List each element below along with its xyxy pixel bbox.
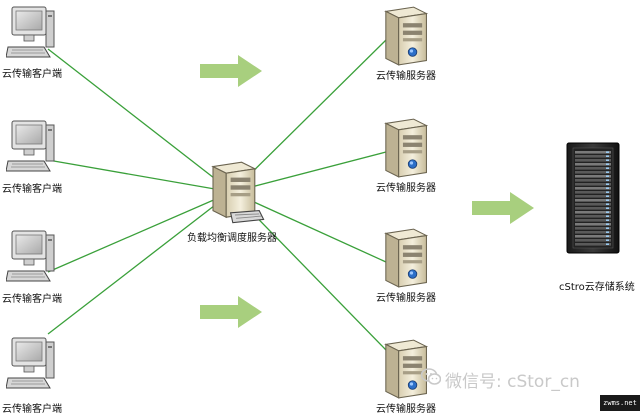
- server-connector-1: [231, 39, 387, 193]
- client-computer-icon-3: [6, 230, 55, 282]
- server-label-4: 云传输服务器: [376, 404, 436, 415]
- flow-arrow-1: [200, 55, 262, 87]
- balancer-server-icon: [212, 161, 265, 224]
- client-computer-icon-2: [6, 120, 55, 172]
- connector-lines: [47, 39, 387, 351]
- client-label-2: 云传输客户端: [2, 184, 62, 195]
- storage-rack-icon: [566, 142, 620, 254]
- client-label-1: 云传输客户端: [2, 69, 62, 80]
- flow-arrow-3: [472, 192, 534, 224]
- client-connector-1: [47, 48, 233, 193]
- wechat-icon: [421, 368, 441, 385]
- client-computer-icon-4: [6, 337, 55, 389]
- storage-label: cStro云存储系统: [559, 282, 635, 293]
- balancer-label: 负载均衡调度服务器: [187, 233, 277, 244]
- client-connector-2: [47, 159, 233, 193]
- site-badge: zwms.net: [600, 395, 640, 411]
- server-label-3: 云传输服务器: [376, 293, 436, 304]
- flow-arrow-2: [200, 296, 262, 328]
- watermark-text: 微信号: cStor_cn: [445, 372, 580, 392]
- server-icon-2: [385, 118, 428, 178]
- server-connector-3: [231, 191, 387, 263]
- client-label-3: 云传输客户端: [2, 294, 62, 305]
- server-label-1: 云传输服务器: [376, 71, 436, 82]
- server-label-2: 云传输服务器: [376, 183, 436, 194]
- server-connector-2: [231, 151, 387, 193]
- client-label-4: 云传输客户端: [2, 404, 62, 415]
- server-icon-1: [385, 6, 428, 66]
- client-computer-icon-1: [6, 6, 55, 58]
- client-connector-4: [47, 191, 233, 335]
- server-icon-3: [385, 228, 428, 288]
- client-connector-3: [47, 191, 233, 273]
- diagram-nodes: [6, 6, 620, 399]
